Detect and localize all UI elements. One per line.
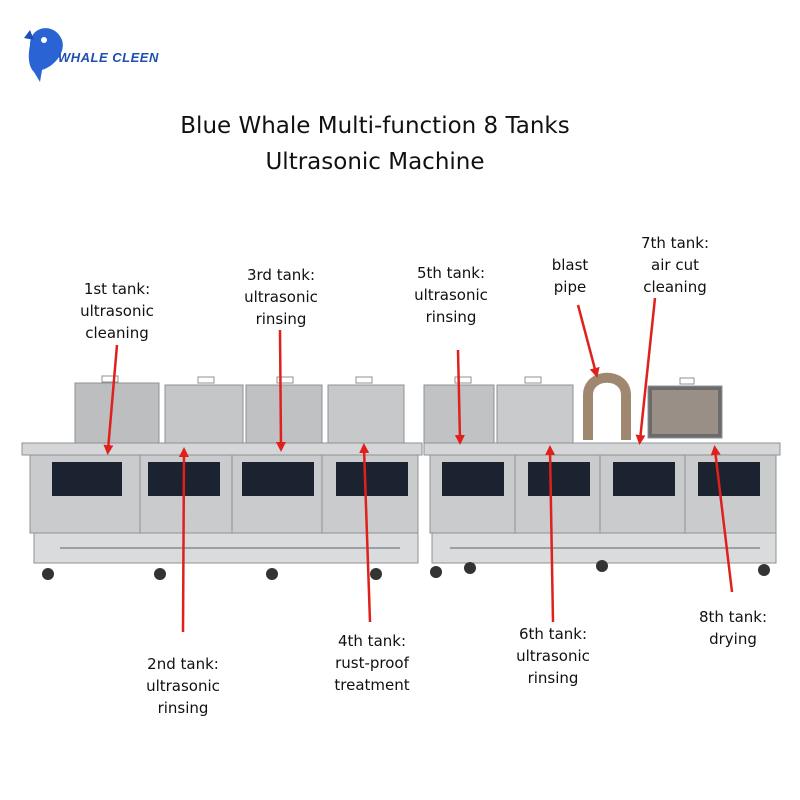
label-line: air cut <box>651 256 699 274</box>
label-line: 7th tank: <box>640 234 710 252</box>
label-line: cleaning <box>643 278 707 296</box>
label-line: ultrasonic <box>146 677 220 695</box>
label-tank-2: 2nd tank: ultrasonic rinsing <box>138 653 228 719</box>
label-line: blast <box>551 256 589 274</box>
label-line: treatment <box>334 676 410 694</box>
label-line: rinsing <box>527 669 579 687</box>
label-line: ultrasonic <box>516 647 590 665</box>
label-line: 3rd tank: <box>246 266 316 284</box>
label-line: pipe <box>553 278 587 296</box>
whale-logo-icon <box>24 28 63 83</box>
label-tank-4: 4th tank: rust-proof treatment <box>322 630 422 696</box>
arrow-t3 <box>275 329 286 452</box>
label-line: 5th tank: <box>416 264 486 282</box>
label-line: ultrasonic <box>414 286 488 304</box>
arrow-t7 <box>635 297 657 445</box>
label-line: 6th tank: <box>518 625 588 643</box>
label-tank-6: 6th tank: ultrasonic rinsing <box>508 623 598 689</box>
brand-name: WHALE CLEEN <box>58 50 159 65</box>
label-line: 4th tank: <box>337 632 407 650</box>
arrow-t6 <box>545 445 556 623</box>
label-line: ultrasonic <box>80 302 154 320</box>
arrow-blast <box>576 304 600 378</box>
label-line: 2nd tank: <box>147 655 219 673</box>
arrow-t4 <box>359 443 372 623</box>
label-tank-5: 5th tank: ultrasonic rinsing <box>406 262 496 328</box>
label-line: rinsing <box>255 310 307 328</box>
label-line: rinsing <box>157 699 209 717</box>
label-line: rust-proof <box>335 654 409 672</box>
page-title-line1: Blue Whale Multi-function 8 Tanks <box>180 113 570 139</box>
label-line: rinsing <box>425 308 477 326</box>
label-tank-7: 7th tank: air cut cleaning <box>630 232 720 298</box>
label-line: ultrasonic <box>244 288 318 306</box>
label-line: 1st tank: <box>83 280 151 298</box>
arrow-t5 <box>454 349 465 445</box>
label-tank-8: 8th tank: drying <box>688 606 778 650</box>
arrow-t1 <box>103 344 119 455</box>
label-line: 8th tank: <box>698 608 768 626</box>
arrow-t2 <box>178 447 189 633</box>
arrow-t8 <box>710 445 734 593</box>
label-tank-1: 1st tank: ultrasonic cleaning <box>72 278 162 344</box>
right-machine <box>423 372 781 578</box>
page-title-line2: Ultrasonic Machine <box>265 149 485 175</box>
label-blast-pipe: blast pipe <box>540 254 600 298</box>
label-line: cleaning <box>85 324 149 342</box>
label-line: drying <box>709 630 757 648</box>
left-machine <box>21 375 423 580</box>
label-tank-3: 3rd tank: ultrasonic rinsing <box>236 264 326 330</box>
